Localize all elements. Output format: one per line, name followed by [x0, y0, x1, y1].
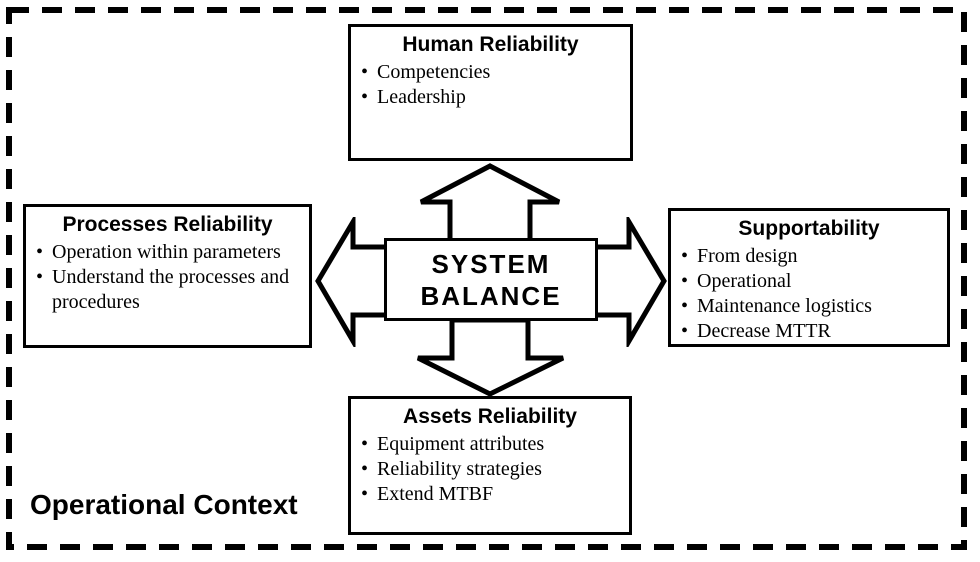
center-title-line2: BALANCE	[420, 280, 562, 311]
bullet-item: Maintenance logistics	[677, 294, 943, 319]
box-title: Processes Reliability	[62, 213, 273, 236]
box-title: Supportability	[738, 217, 880, 240]
box-title: Assets Reliability	[403, 405, 577, 428]
bullet-item: Decrease MTTR	[677, 319, 943, 344]
box-processes-reliability: Processes Reliability Operation within p…	[23, 204, 312, 348]
box-assets-reliability: Assets Reliability Equipment attributes …	[348, 396, 632, 535]
arrow-down-icon	[416, 320, 565, 397]
bullet-item: Extend MTBF	[357, 482, 625, 507]
bullet-item: Operational	[677, 269, 943, 294]
box-supportability: Supportability From design Operational M…	[668, 208, 950, 347]
bullet-item: From design	[677, 244, 943, 269]
bullet-list: From design Operational Maintenance logi…	[677, 244, 943, 344]
bullet-item: Leadership	[357, 85, 626, 110]
bullet-item: Reliability strategies	[357, 457, 625, 482]
bullet-list: Operation within parameters Understand t…	[32, 240, 305, 315]
operational-context-label: Operational Context	[30, 489, 298, 520]
arrow-right-icon	[592, 217, 667, 347]
bullet-item: Understand the processes and procedures	[32, 265, 305, 315]
bullet-list: Equipment attributes Reliability strateg…	[357, 432, 625, 507]
box-human-reliability: Human Reliability Competencies Leadershi…	[348, 24, 633, 161]
center-title-line1: SYSTEM	[431, 248, 551, 279]
arrow-up-icon	[419, 163, 561, 242]
bullet-item: Equipment attributes	[357, 432, 625, 457]
bullet-item: Operation within parameters	[32, 240, 305, 265]
arrow-left-icon	[315, 217, 390, 347]
bullet-list: Competencies Leadership	[357, 60, 626, 110]
box-system-balance: SYSTEM BALANCE	[384, 238, 598, 321]
bullet-item: Competencies	[357, 60, 626, 85]
box-title: Human Reliability	[402, 33, 579, 56]
